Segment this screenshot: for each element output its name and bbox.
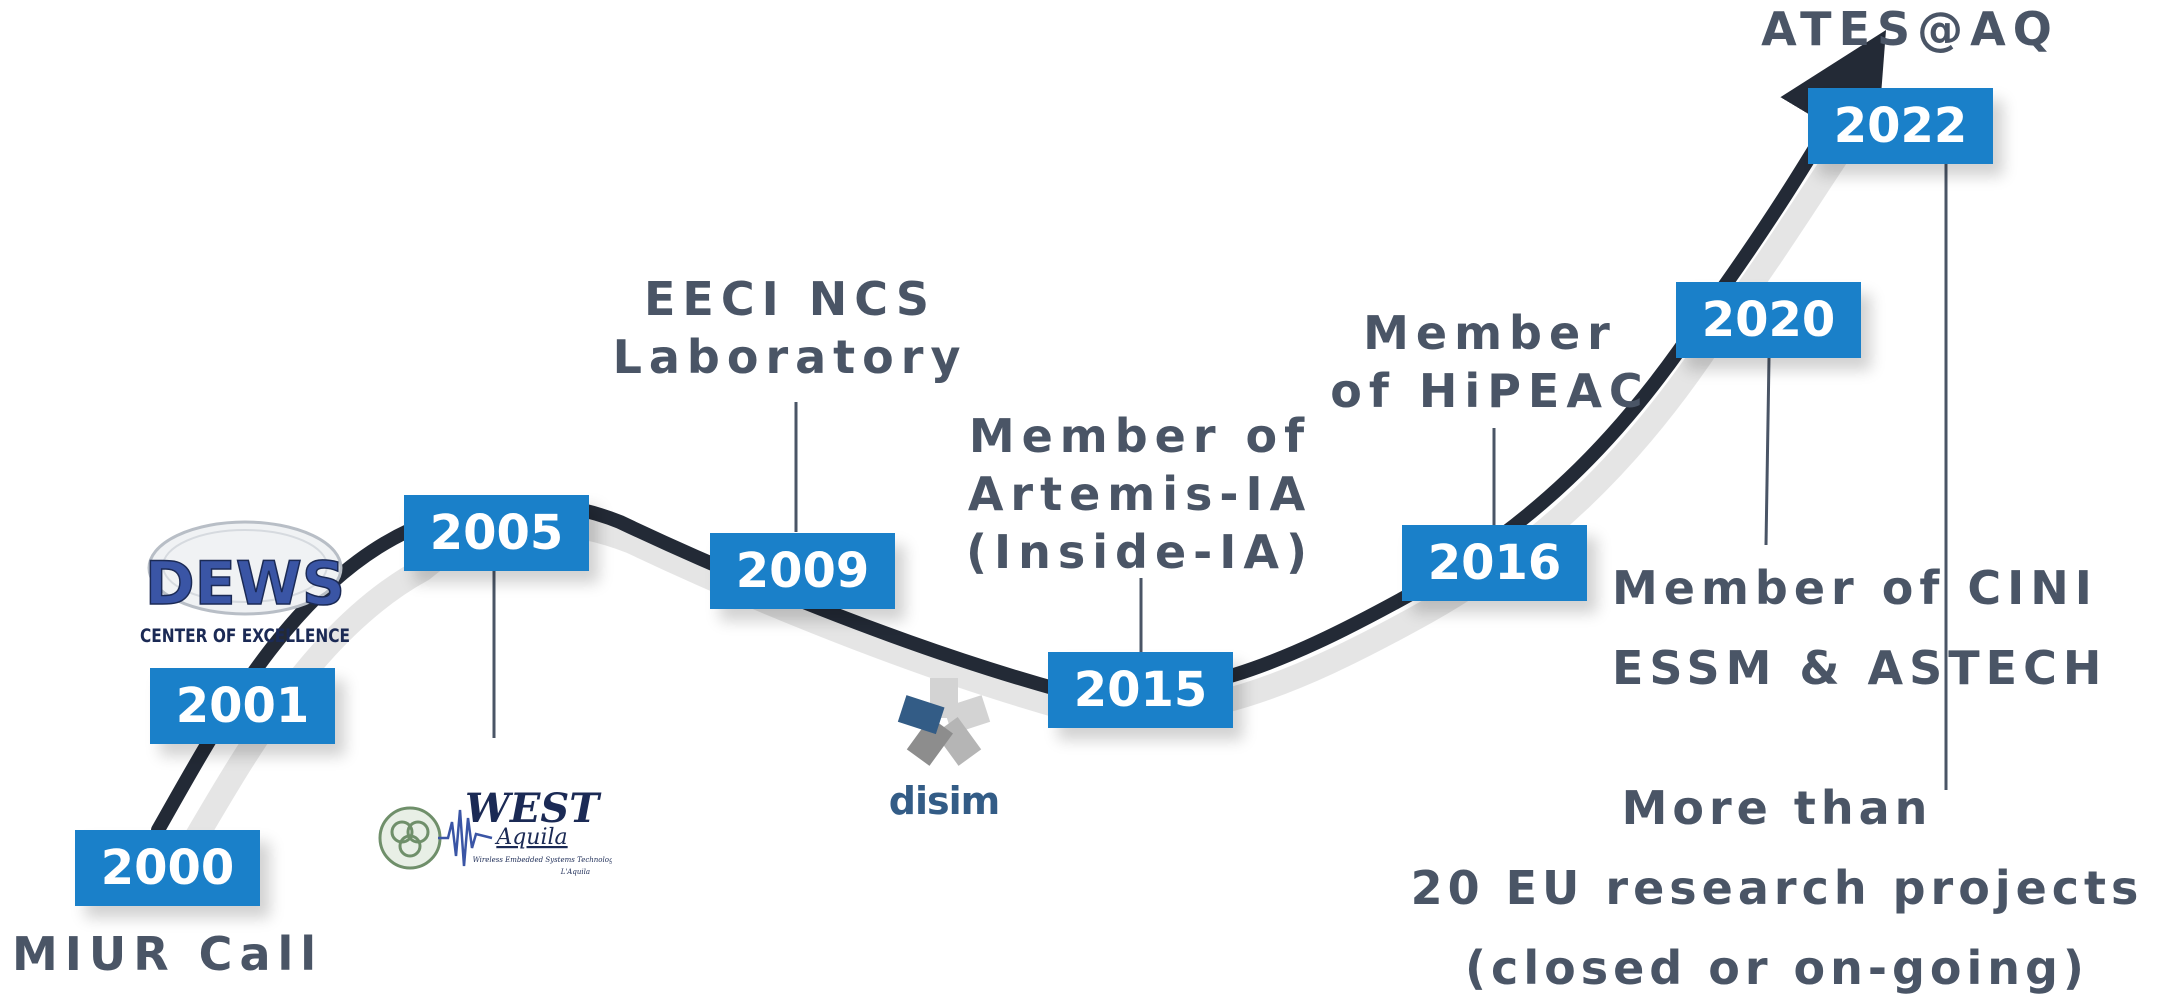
- year-badge-2005: 2005: [404, 495, 589, 571]
- label-2015-line-3: (Inside-IA): [966, 525, 1314, 579]
- label-2020: Member of CINI ESSM & ASTECH: [1612, 548, 2107, 708]
- label-2000: MIUR Call: [12, 925, 323, 983]
- west-logo-city: Aquila: [494, 825, 567, 850]
- west-logo-wordmark: WEST: [465, 785, 602, 832]
- label-2022-line-1: More than: [1621, 781, 1933, 835]
- label-2015-line-2: Artemis-IA: [967, 467, 1313, 521]
- year-badge-2022: 2022: [1808, 88, 1993, 164]
- year-badge-2016: 2016: [1402, 525, 1587, 601]
- disim-logo-wordmark: disim: [889, 779, 999, 823]
- label-2016: Member of HiPEAC: [1310, 304, 1670, 420]
- year-badge-2001: 2001: [150, 668, 335, 744]
- label-2016-line-1: Member: [1363, 306, 1617, 360]
- year-badge-2009: 2009: [710, 533, 895, 609]
- year-badge-2015: 2015: [1048, 652, 1233, 728]
- label-2009-line-2: Laboratory: [612, 330, 968, 384]
- disim-logo: disim: [889, 678, 1000, 823]
- label-2015: Member of Artemis-IA (Inside-IA): [935, 407, 1345, 581]
- year-badge-2000: 2000: [75, 830, 260, 906]
- label-2022: More than 20 EU research projects (close…: [1382, 768, 2172, 1008]
- dews-logo: DEWS CENTER OF EXCELLENCE: [140, 520, 350, 647]
- label-2009: EECI NCS Laboratory: [590, 270, 990, 386]
- west-aquila-logo: WEST Aquila Wireless Embedded Systems Te…: [378, 785, 612, 876]
- label-2022-line-2: 20 EU research projects: [1410, 861, 2144, 915]
- label-2009-line-1: EECI NCS: [644, 272, 936, 326]
- dews-logo-subtitle: CENTER OF EXCELLENCE: [140, 625, 350, 647]
- west-logo-place: L'Aquila: [560, 868, 590, 876]
- label-2000-line-1: MIUR Call: [12, 927, 324, 981]
- connector-2020: [1764, 357, 1771, 546]
- label-2015-line-1: Member of: [968, 409, 1312, 463]
- label-2022-line-3: (closed or on-going): [1465, 941, 2089, 995]
- label-2020-line-1: Member of CINI: [1612, 561, 2098, 615]
- year-badge-2020: 2020: [1676, 282, 1861, 358]
- destination-label: ATES@AQ: [1761, 2, 2059, 56]
- west-logo-tagline: Wireless Embedded Systems Technologies: [473, 856, 612, 864]
- label-2016-line-2: of HiPEAC: [1330, 364, 1650, 418]
- label-2020-line-2: ESSM & ASTECH: [1612, 641, 2108, 695]
- dews-logo-wordmark: DEWS: [145, 549, 345, 619]
